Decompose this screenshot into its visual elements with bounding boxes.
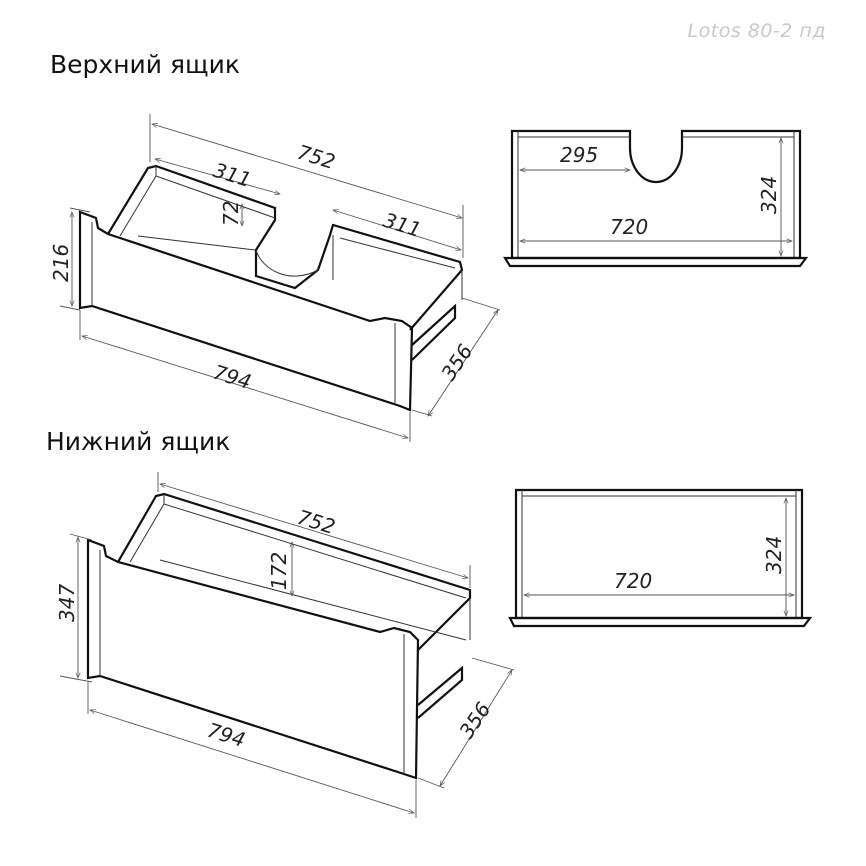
dim-lower-top-720: 720 bbox=[614, 569, 652, 593]
dim-upper-top-720: 720 bbox=[610, 215, 648, 239]
dim-upper-top-324: 324 bbox=[757, 176, 781, 214]
dim-lower-794: 794 bbox=[205, 718, 249, 752]
dim-lower-347: 347 bbox=[55, 584, 79, 622]
dim-upper-top-295: 295 bbox=[560, 143, 598, 167]
dim-lower-top-324: 324 bbox=[762, 536, 786, 574]
dim-lower-172: 172 bbox=[267, 552, 291, 590]
lower-drawer-top-view: 720 324 bbox=[508, 488, 813, 628]
lower-drawer-iso-drawing: 752 172 347 794 356 bbox=[55, 472, 515, 818]
upper-drawer-iso-drawing: 311 752 311 72 216 794 356 bbox=[49, 114, 501, 442]
model-label: Lotos 80-2 пд bbox=[687, 20, 826, 42]
dim-upper-356: 356 bbox=[436, 340, 477, 385]
dim-upper-794: 794 bbox=[211, 360, 255, 394]
dim-upper-216: 216 bbox=[49, 244, 73, 282]
upper-drawer-top-view: 295 720 324 bbox=[503, 129, 809, 268]
dim-lower-356: 356 bbox=[454, 698, 495, 743]
dim-upper-311-right: 311 bbox=[381, 208, 425, 242]
dim-upper-72: 72 bbox=[219, 201, 243, 226]
dim-lower-752: 752 bbox=[295, 505, 339, 539]
upper-drawer-title: Верхний ящик bbox=[50, 50, 240, 79]
